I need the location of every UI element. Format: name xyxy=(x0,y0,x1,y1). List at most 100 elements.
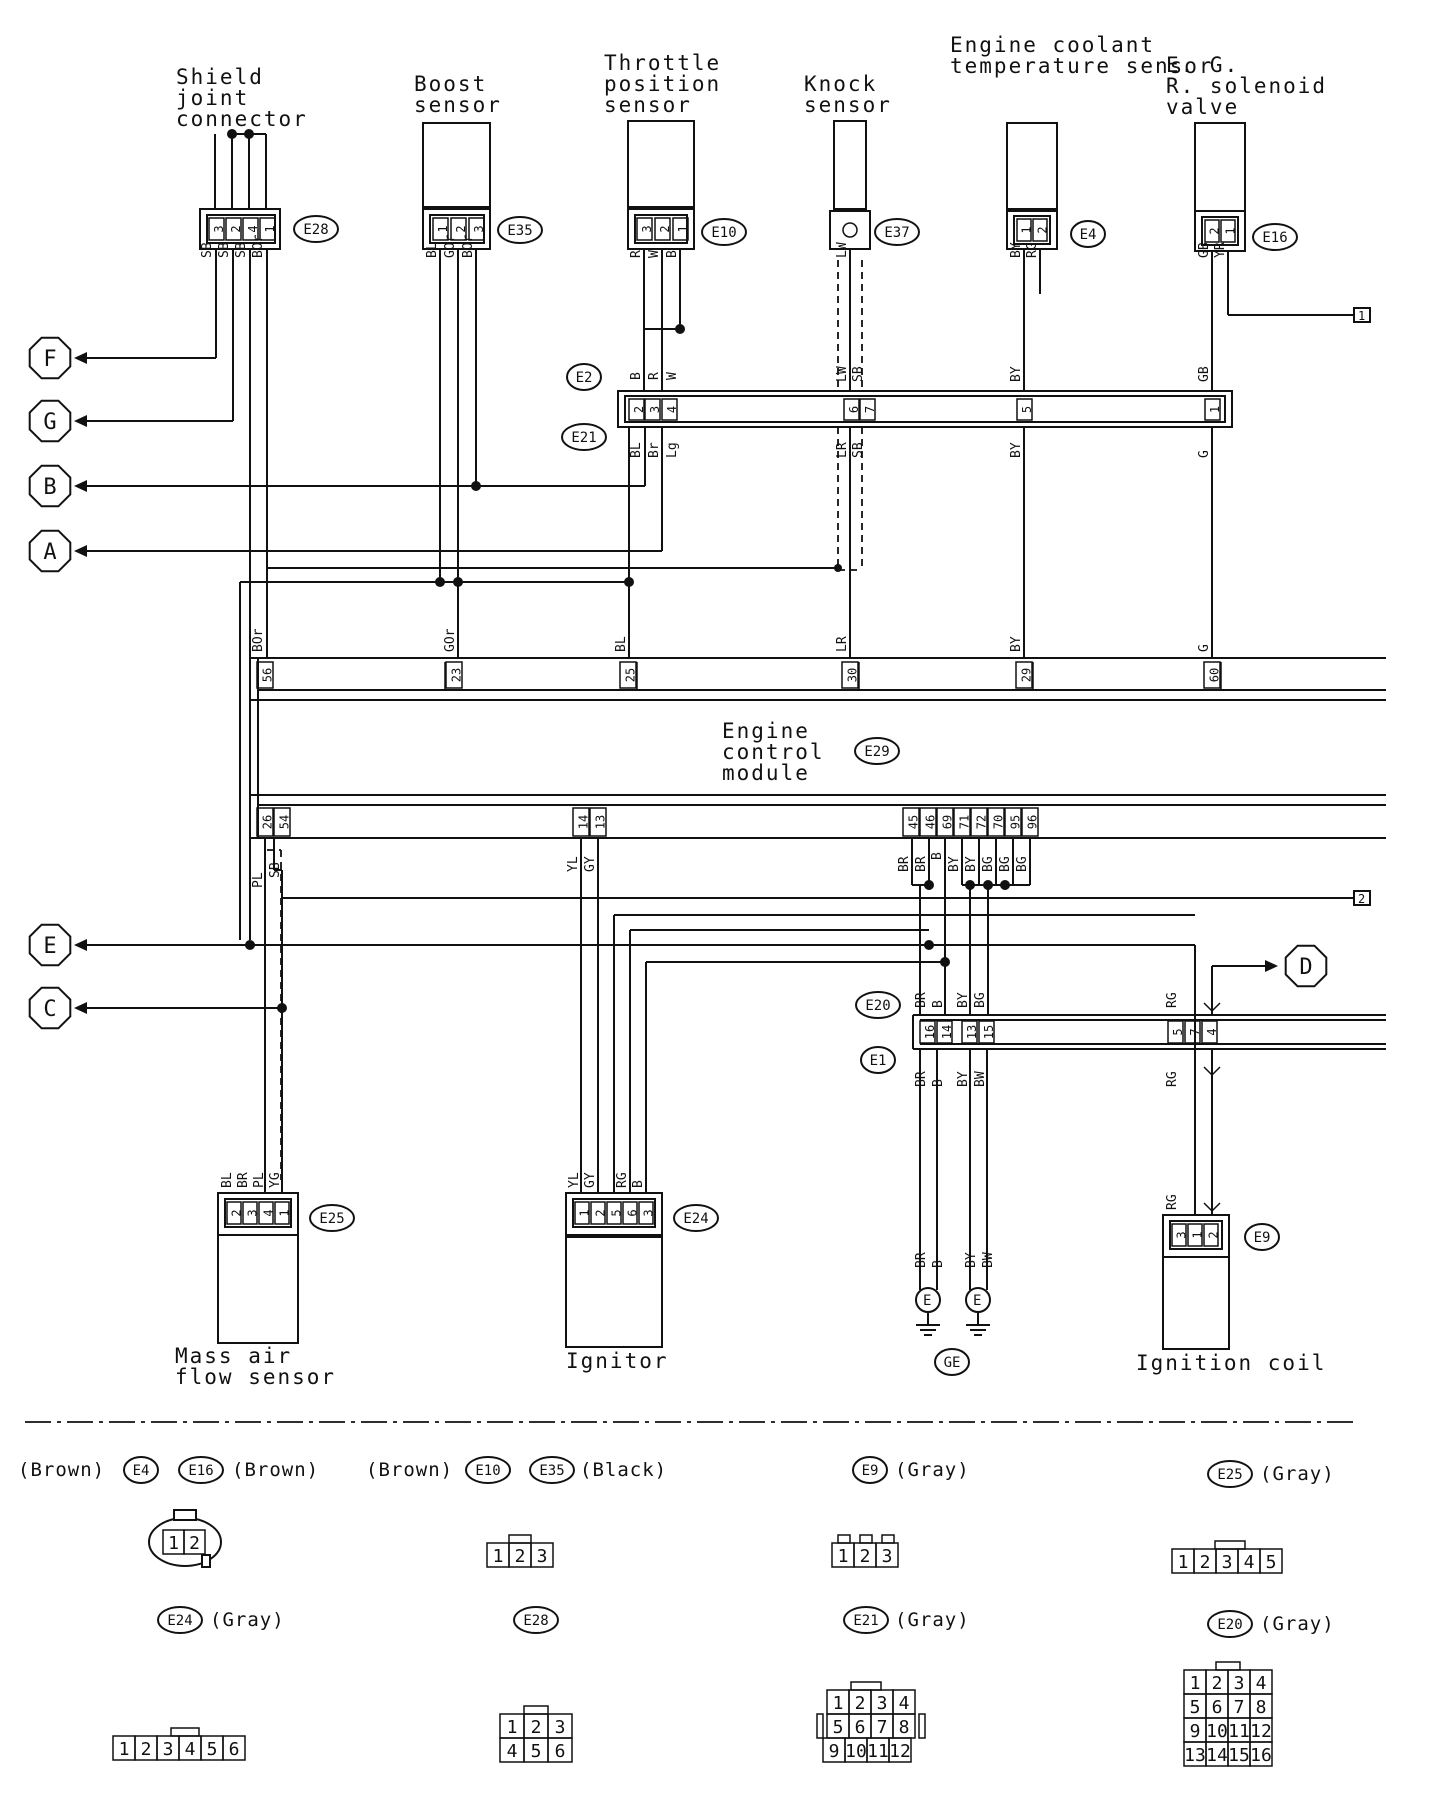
svg-text:2: 2 xyxy=(1212,1673,1223,1694)
svg-text:G: G xyxy=(1197,450,1212,458)
svg-text:B: B xyxy=(931,1079,946,1087)
svg-text:15: 15 xyxy=(982,1025,996,1039)
e2-id-badge: E2 xyxy=(566,363,602,391)
svg-text:F: F xyxy=(43,347,56,372)
pin-cell: 70 xyxy=(987,807,1006,837)
pin-cell: 1 xyxy=(259,217,277,241)
svg-text:E35: E35 xyxy=(539,1463,564,1479)
svg-text:E2: E2 xyxy=(576,370,593,386)
svg-text:1: 1 xyxy=(578,1209,592,1216)
ignitor-label: Ignitor xyxy=(566,1349,669,1373)
svg-text:E28: E28 xyxy=(523,1613,548,1629)
svg-text:SB: SB xyxy=(217,242,232,258)
pin-cell: 5 xyxy=(606,1201,624,1225)
svg-text:25: 25 xyxy=(624,668,638,682)
svg-text:BL: BL xyxy=(629,442,644,458)
svg-text:5: 5 xyxy=(1020,406,1034,413)
connector-id-badge: E20 xyxy=(855,991,901,1019)
svg-text:B: B xyxy=(631,1180,646,1188)
connector-id-badge: E37 xyxy=(874,218,920,246)
svg-text:6: 6 xyxy=(855,1717,866,1738)
svg-text:C: C xyxy=(43,997,56,1022)
e20-id-badge: E20 xyxy=(855,991,901,1019)
ref-2-label: 2 xyxy=(1358,892,1365,906)
ecm-top-wire-colors: BOr GOr BL LR BY G xyxy=(251,628,1212,652)
svg-text:2: 2 xyxy=(855,1693,866,1714)
connector-id-badge: E2 xyxy=(566,363,602,391)
terminal-A: A xyxy=(28,529,662,573)
svg-text:BOr: BOr xyxy=(251,628,266,652)
svg-text:6: 6 xyxy=(847,406,861,413)
svg-text:5: 5 xyxy=(1266,1552,1277,1573)
svg-text:7: 7 xyxy=(1234,1697,1245,1718)
svg-text:96: 96 xyxy=(1026,815,1040,829)
svg-text:RG: RG xyxy=(1165,1071,1180,1087)
svg-text:SB: SB xyxy=(851,366,866,382)
svg-text:8: 8 xyxy=(1256,1697,1267,1718)
svg-text:LW: LW xyxy=(835,366,850,382)
svg-text:PL: PL xyxy=(252,1172,267,1188)
svg-text:3: 3 xyxy=(640,225,654,232)
pin-cell: 71 xyxy=(953,807,972,837)
svg-text:GB: GB xyxy=(1197,242,1212,258)
knock-sensor-body xyxy=(829,120,871,250)
svg-text:14: 14 xyxy=(577,815,591,829)
svg-text:95: 95 xyxy=(1009,815,1023,829)
svg-text:70: 70 xyxy=(992,815,1006,829)
svg-text:RG: RG xyxy=(615,1172,630,1188)
pin-cell: 2 xyxy=(226,1201,244,1225)
svg-text:8: 8 xyxy=(899,1717,910,1738)
svg-text:LR: LR xyxy=(835,636,850,652)
svg-text:R: R xyxy=(629,250,644,258)
svg-text:54: 54 xyxy=(278,815,292,829)
svg-text:BY: BY xyxy=(1009,242,1024,258)
pin-cell: 2 xyxy=(1032,218,1050,242)
e1-id-badge: E1 xyxy=(860,1046,896,1074)
svg-text:BY: BY xyxy=(1009,636,1024,652)
svg-text:BY: BY xyxy=(1009,442,1024,458)
svg-text:3: 3 xyxy=(212,225,226,232)
pin-cell: 54 xyxy=(273,807,292,837)
svg-text:BG: BG xyxy=(998,856,1013,872)
svg-text:5: 5 xyxy=(1171,1028,1185,1035)
connector-id-badge: E35 xyxy=(529,1456,575,1484)
svg-text:2: 2 xyxy=(1200,1552,1211,1573)
pin-cell: 3 xyxy=(242,1201,260,1225)
svg-text:YL: YL xyxy=(567,1172,582,1188)
svg-text:11: 11 xyxy=(867,1741,889,1762)
e21-wire-colors: BL Br Lg LR SB BY G xyxy=(629,442,1212,458)
svg-text:(Gray): (Gray) xyxy=(1260,1463,1335,1485)
top-wire-colors: SB SB SB BOr BL GOr BOr R W B LW BY RG G… xyxy=(200,234,1228,258)
e16-id-badge: E16 xyxy=(1252,223,1298,251)
svg-text:GOr: GOr xyxy=(443,234,458,258)
svg-text:(Brown): (Brown) xyxy=(366,1459,453,1481)
svg-text:E4: E4 xyxy=(1080,227,1097,243)
connector-id-badge: E20 xyxy=(1207,1610,1253,1638)
svg-text:YL: YL xyxy=(566,856,581,872)
pin-cell: 26 xyxy=(256,807,275,837)
pin-cell: 13 xyxy=(961,1020,979,1044)
svg-text:13: 13 xyxy=(965,1025,979,1039)
svg-text:BOr: BOr xyxy=(251,234,266,258)
svg-text:2: 2 xyxy=(1207,1231,1221,1238)
svg-text:LW: LW xyxy=(835,242,850,258)
svg-text:BOr: BOr xyxy=(461,234,476,258)
svg-text:E9: E9 xyxy=(862,1463,879,1479)
svg-text:3: 3 xyxy=(877,1693,888,1714)
svg-text:BG: BG xyxy=(973,992,988,1008)
svg-text:W: W xyxy=(665,372,680,380)
connector-id-badge: E10 xyxy=(465,1456,511,1484)
svg-text:10: 10 xyxy=(1206,1721,1228,1742)
svg-text:6: 6 xyxy=(555,1741,566,1762)
ge-id-badge: GE xyxy=(934,1348,970,1376)
pin-cell: 1 xyxy=(1204,398,1222,421)
pin-cell: 15 xyxy=(978,1020,996,1044)
